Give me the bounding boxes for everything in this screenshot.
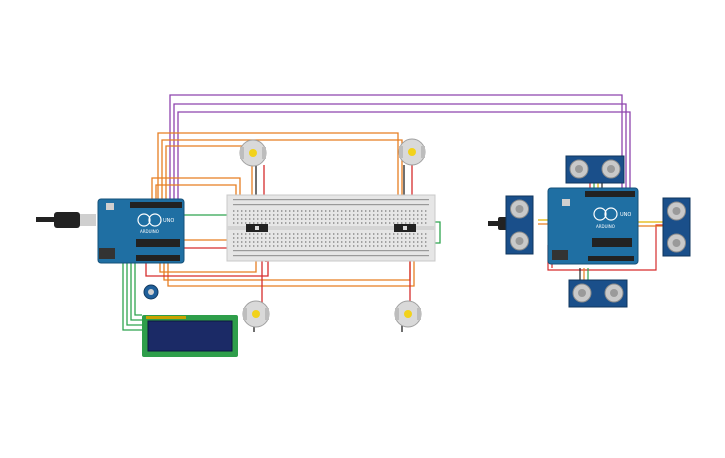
lcd-display[interactable] [142, 315, 238, 357]
left-board-brand: ARDUINO [140, 229, 159, 234]
dc-motor-top-left[interactable] [239, 139, 267, 167]
ultrasonic-sensor-bottom[interactable] [568, 279, 628, 308]
arduino-uno-left[interactable]: UNO ARDUINO [97, 198, 185, 264]
arduino-uno-right[interactable]: UNO ARDUINO [547, 187, 639, 265]
dc-motor-bottom-right[interactable] [394, 300, 422, 328]
motor-driver-chip-1[interactable] [246, 224, 268, 232]
right-board-label: UNO [620, 212, 631, 218]
usb-cable-left [36, 212, 96, 228]
motor-driver-chip-2[interactable] [394, 224, 416, 232]
ultrasonic-sensor-right[interactable] [662, 197, 691, 257]
ultrasonic-sensor-top[interactable] [565, 155, 625, 184]
ultrasonic-sensor-left[interactable] [505, 195, 534, 255]
dc-motor-top-right[interactable] [398, 138, 426, 166]
dc-motor-bottom-left[interactable] [242, 300, 270, 328]
right-board-brand: ARDUINO [596, 224, 615, 229]
potentiometer[interactable] [143, 284, 159, 300]
left-board-label: UNO [163, 218, 174, 224]
